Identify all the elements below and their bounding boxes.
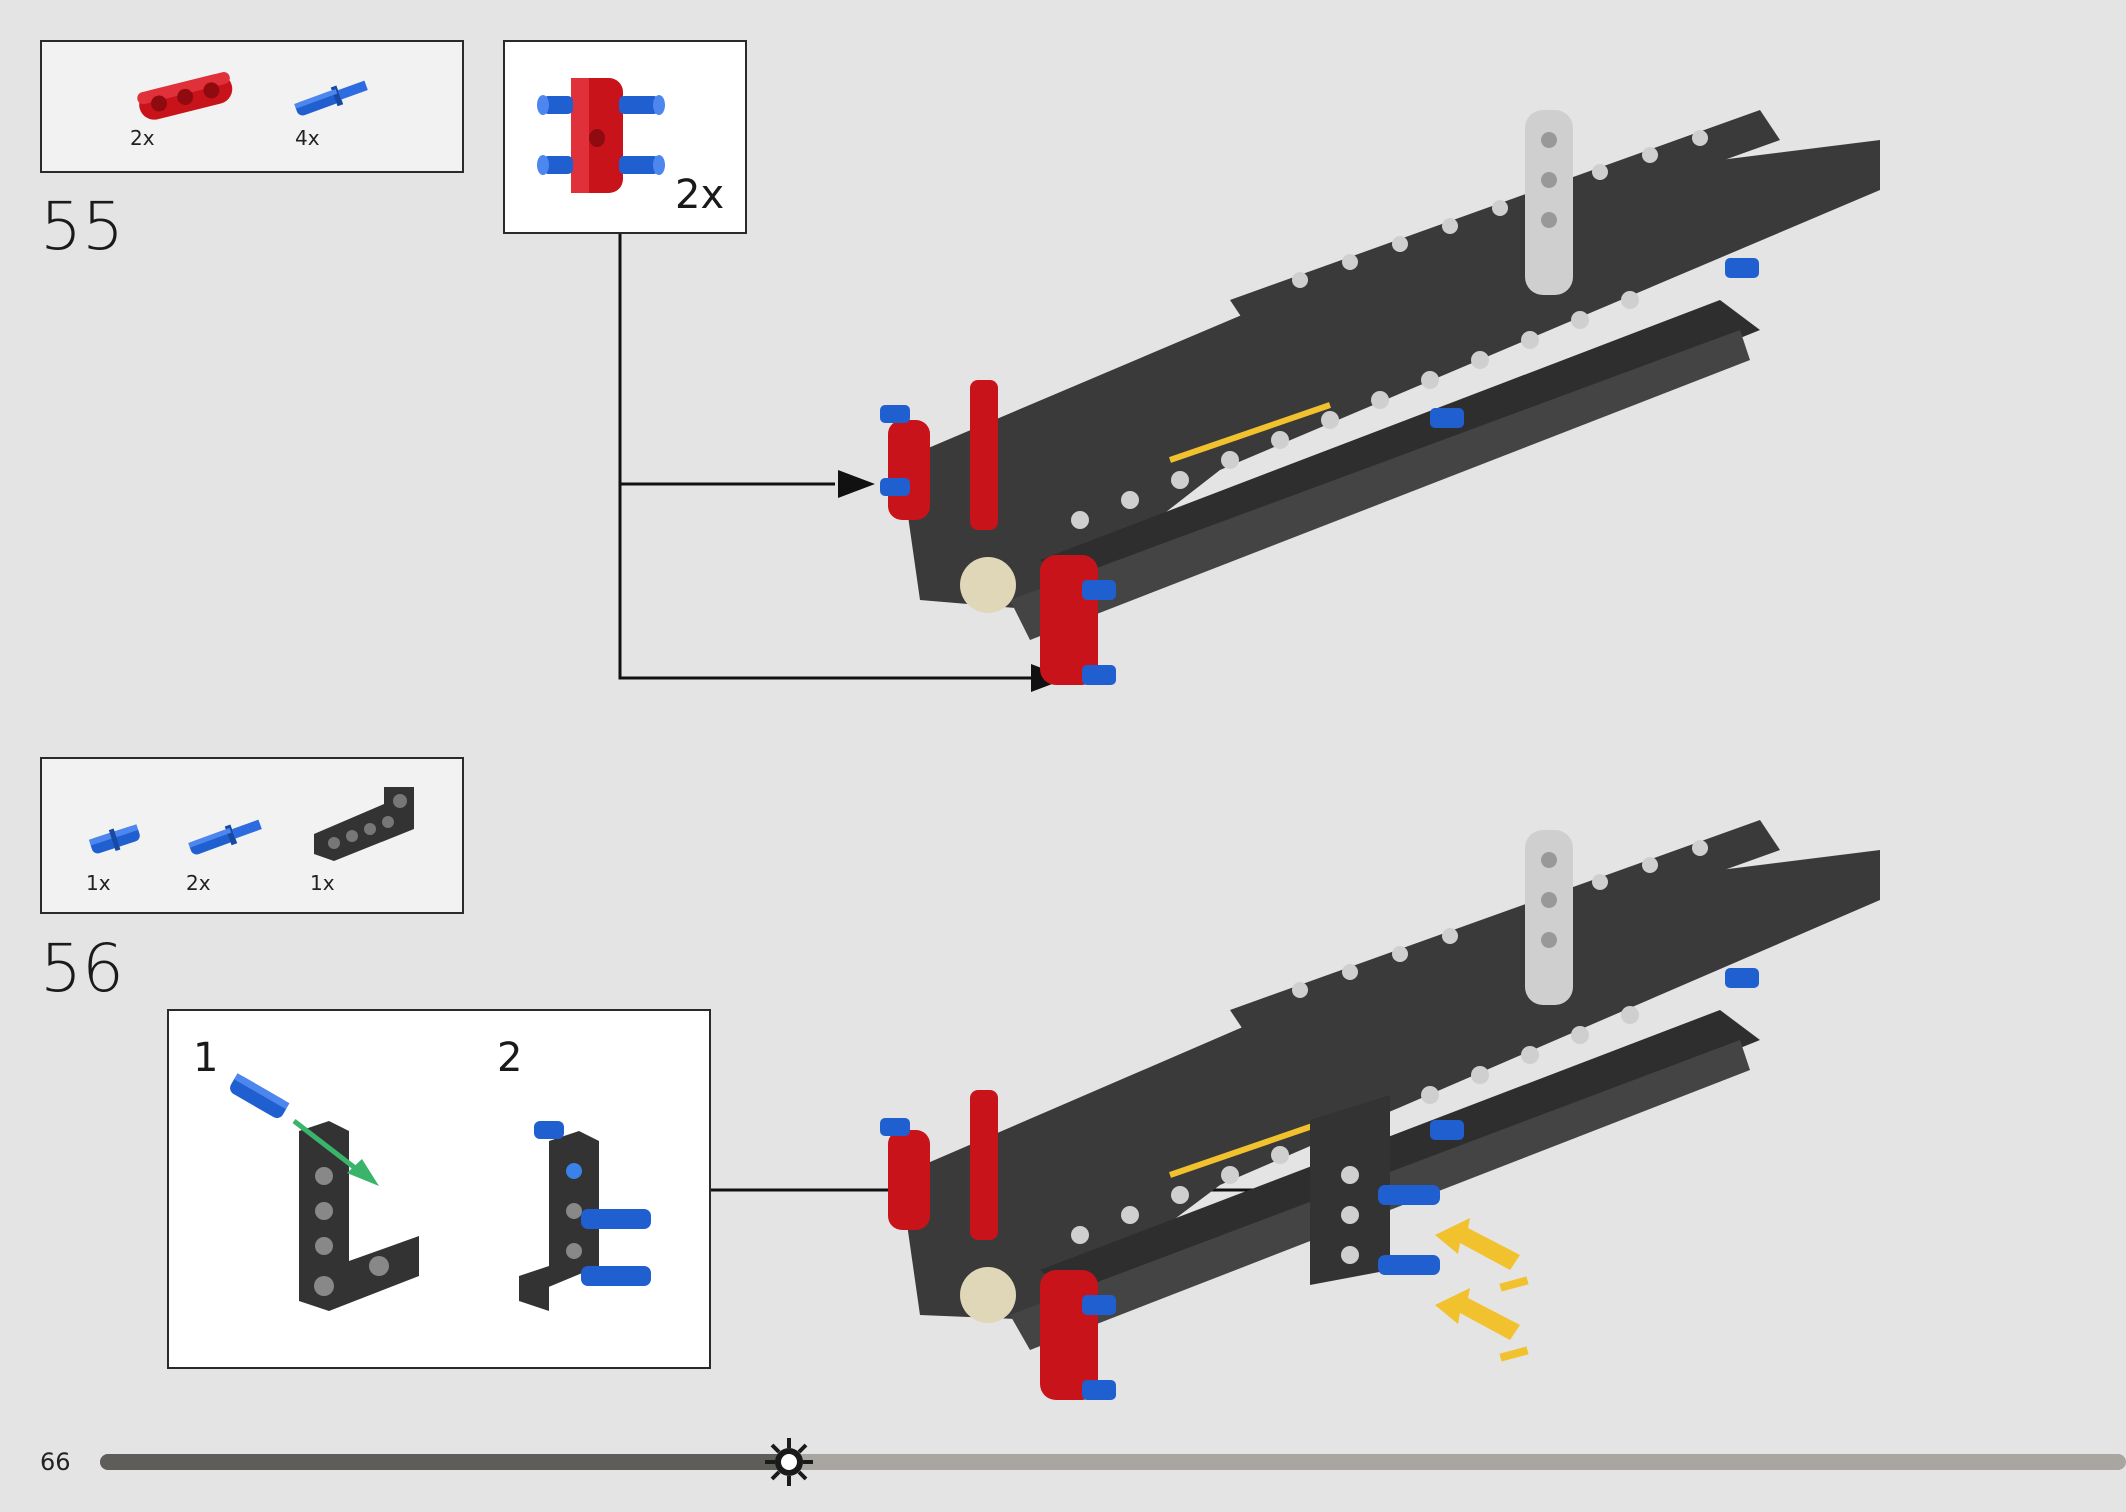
- part-qty: 4x: [295, 126, 320, 150]
- step-number: 55: [40, 188, 124, 265]
- black-l-beam-icon: [314, 787, 414, 861]
- chassis-frame: [900, 110, 1880, 640]
- blue-short-pin-icon: [88, 824, 140, 854]
- callout-multiplier: 2x: [675, 172, 725, 218]
- chassis-frame: [900, 820, 1880, 1350]
- substep-number: 1: [193, 1035, 219, 1081]
- part-qty: 2x: [130, 126, 155, 150]
- blue-pins: [880, 968, 1759, 1400]
- part-qty: 2x: [186, 871, 211, 895]
- beam-holes: [1071, 130, 1708, 529]
- red-beam-front: [888, 1090, 1098, 1400]
- callout-arrow-lines: [618, 234, 1040, 680]
- part-qty: 1x: [310, 871, 335, 895]
- red-beam-with-pins-icon: [537, 78, 665, 193]
- beam-holes: [1071, 840, 1708, 1264]
- arrow-head: [1031, 664, 1068, 692]
- arrow-head: [1303, 1176, 1340, 1204]
- progress-marker-icon: [765, 1438, 813, 1486]
- red-beam-front: [888, 380, 1098, 685]
- page-number: 66: [40, 1448, 71, 1476]
- blue-axle-pin-icon: [294, 80, 368, 116]
- blue-pins: [880, 258, 1759, 685]
- arrow-head: [838, 470, 875, 498]
- red-3l-beam-icon: [137, 72, 233, 120]
- blue-axle-pin-icon: [188, 819, 262, 855]
- step-55-callout: 2x: [503, 40, 747, 234]
- step-55-parts-box: 2x 4x: [40, 40, 464, 173]
- substep-2-illustration: [519, 1121, 651, 1311]
- step-56-callout: 1 2: [167, 1009, 711, 1369]
- step-56-parts-box: 1x 2x 1x: [40, 757, 464, 914]
- part-qty: 1x: [86, 871, 111, 895]
- progress-fill: [100, 1454, 789, 1470]
- yellow-insert-arrows: [1435, 1218, 1529, 1362]
- step-number: 56: [40, 930, 124, 1007]
- gear: [960, 1267, 1016, 1323]
- substep-1-illustration: [230, 1073, 419, 1311]
- substep-number: 2: [497, 1035, 523, 1081]
- gear: [960, 557, 1016, 613]
